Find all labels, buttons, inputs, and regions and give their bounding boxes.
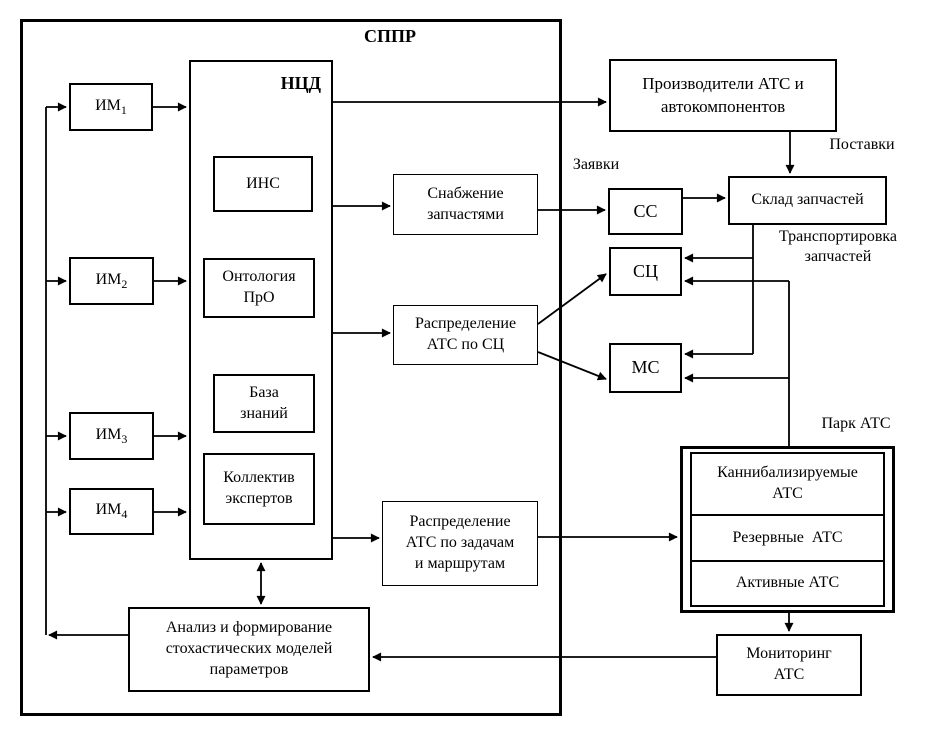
zayavki-label: Заявки	[572, 156, 620, 173]
park-ats-inner-box: Каннибализируемые АТС Резервные АТС Акти…	[690, 452, 885, 607]
sc-box: СЦ	[609, 247, 682, 296]
im2-label: ИМ2	[95, 270, 128, 291]
im4-box: ИМ4	[69, 488, 154, 535]
ss-box: СС	[608, 188, 683, 235]
distribution-sc-box: Распределение АТС по СЦ	[393, 305, 538, 365]
manufacturers-box: Производители АТС и автокомпонентов	[609, 59, 837, 132]
analysis-box: Анализ и формирование стохастических мод…	[128, 607, 370, 692]
im3-box: ИМ3	[69, 412, 154, 460]
park-cell-reserve: Резервные АТС	[692, 514, 883, 560]
im1-label: ИМ1	[95, 96, 127, 117]
im4-label: ИМ4	[95, 501, 128, 522]
park-ats-label: Парк АТС	[821, 415, 891, 432]
distribution-tasks-box: Распределение АТС по задачам и маршрутам	[382, 501, 538, 586]
sppr-boundary-box	[20, 19, 562, 716]
park-cell-active: Активные АТС	[692, 560, 883, 605]
im3-label: ИМ3	[95, 425, 128, 446]
arrow-distribution-sc-to-ms	[537, 351, 607, 381]
ontology-box: Онтология ПрО	[203, 258, 315, 318]
park-cell-cannibalized: Каннибализируемые АТС	[717, 464, 858, 502]
im1-box: ИМ1	[69, 83, 153, 131]
postavki-label: Поставки	[829, 136, 895, 153]
transport-label: Транспортировка запчастей	[778, 228, 898, 265]
park-ats-box: Каннибализируемые АТС Резервные АТС Акти…	[680, 446, 895, 613]
im2-box: ИМ2	[69, 257, 154, 305]
knowledge-base-box: База знаний	[213, 374, 315, 433]
ins-box: ИНС	[213, 156, 313, 212]
ncd-title: НЦД	[280, 73, 321, 93]
monitoring-box: Мониторинг АТС	[716, 634, 862, 696]
supply-box: Снабжение запчастями	[393, 174, 538, 235]
arrow-distribution-sc-to-sc	[537, 273, 607, 325]
experts-box: Коллектив экспертов	[203, 453, 315, 525]
warehouse-box: Склад запчастей	[728, 176, 887, 225]
sppr-title: СППР	[364, 26, 416, 46]
ms-box: МС	[609, 343, 682, 393]
